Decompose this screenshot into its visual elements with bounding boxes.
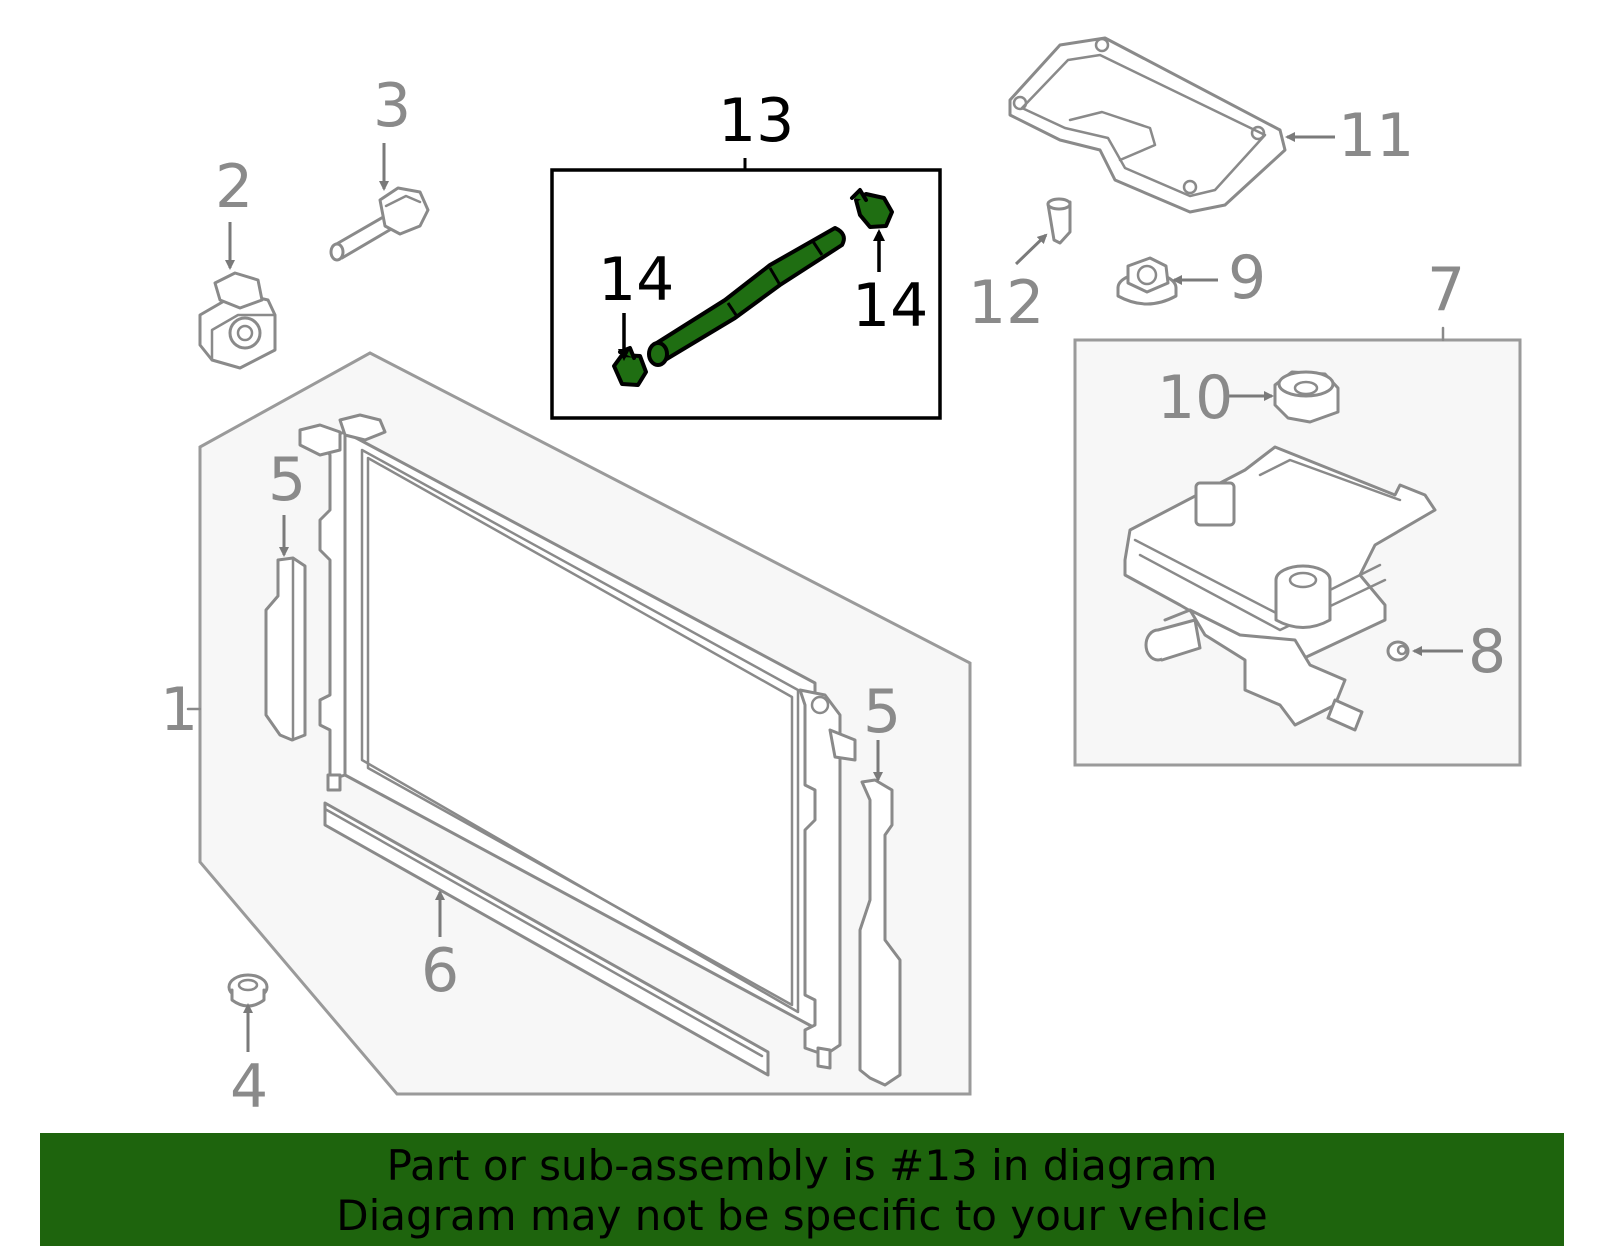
callout-13: 13 — [718, 86, 794, 156]
callout-6: 6 — [421, 936, 459, 1006]
callout-7: 7 — [1427, 255, 1465, 325]
callout-1: 1 — [160, 675, 198, 745]
callout-9: 9 — [1228, 243, 1266, 313]
banner-line-2: Diagram may not be specific to your vehi… — [336, 1191, 1268, 1240]
pin-12 — [1046, 197, 1072, 245]
side-seal-right — [858, 778, 902, 1087]
cover-11 — [1008, 36, 1287, 214]
callout-14-left: 14 — [598, 245, 674, 315]
radiator-core — [298, 413, 857, 1070]
banner-line-1: Part or sub-assembly is #13 in diagram — [386, 1141, 1218, 1190]
notice-banner: Part or sub-assembly is #13 in diagram D… — [40, 1133, 1564, 1246]
nipple-8 — [1386, 640, 1410, 662]
reservoir-cap-10 — [1273, 370, 1340, 424]
callout-3: 3 — [373, 71, 411, 141]
callout-8: 8 — [1468, 617, 1506, 687]
clip-bracket-2 — [198, 271, 277, 370]
callout-14-right: 14 — [852, 271, 928, 341]
radiator-assembly-group — [186, 351, 972, 1096]
bolt-3 — [329, 186, 430, 262]
callout-5-left: 5 — [268, 445, 306, 515]
callout-5-right: 5 — [863, 677, 901, 747]
radiator-hose-13 — [647, 226, 846, 367]
reservoir-tank-7 — [1123, 445, 1437, 732]
grommet-4 — [227, 973, 269, 1008]
leader-arrows — [225, 132, 1463, 1052]
callout-4: 4 — [230, 1052, 268, 1122]
callout-10: 10 — [1157, 363, 1233, 433]
nut-9 — [1116, 256, 1178, 306]
callout-11: 11 — [1338, 101, 1414, 171]
callout-12: 12 — [968, 268, 1044, 338]
side-seal-left — [264, 556, 307, 742]
callout-2: 2 — [215, 152, 253, 222]
hose-clamp-14-right — [850, 188, 894, 229]
